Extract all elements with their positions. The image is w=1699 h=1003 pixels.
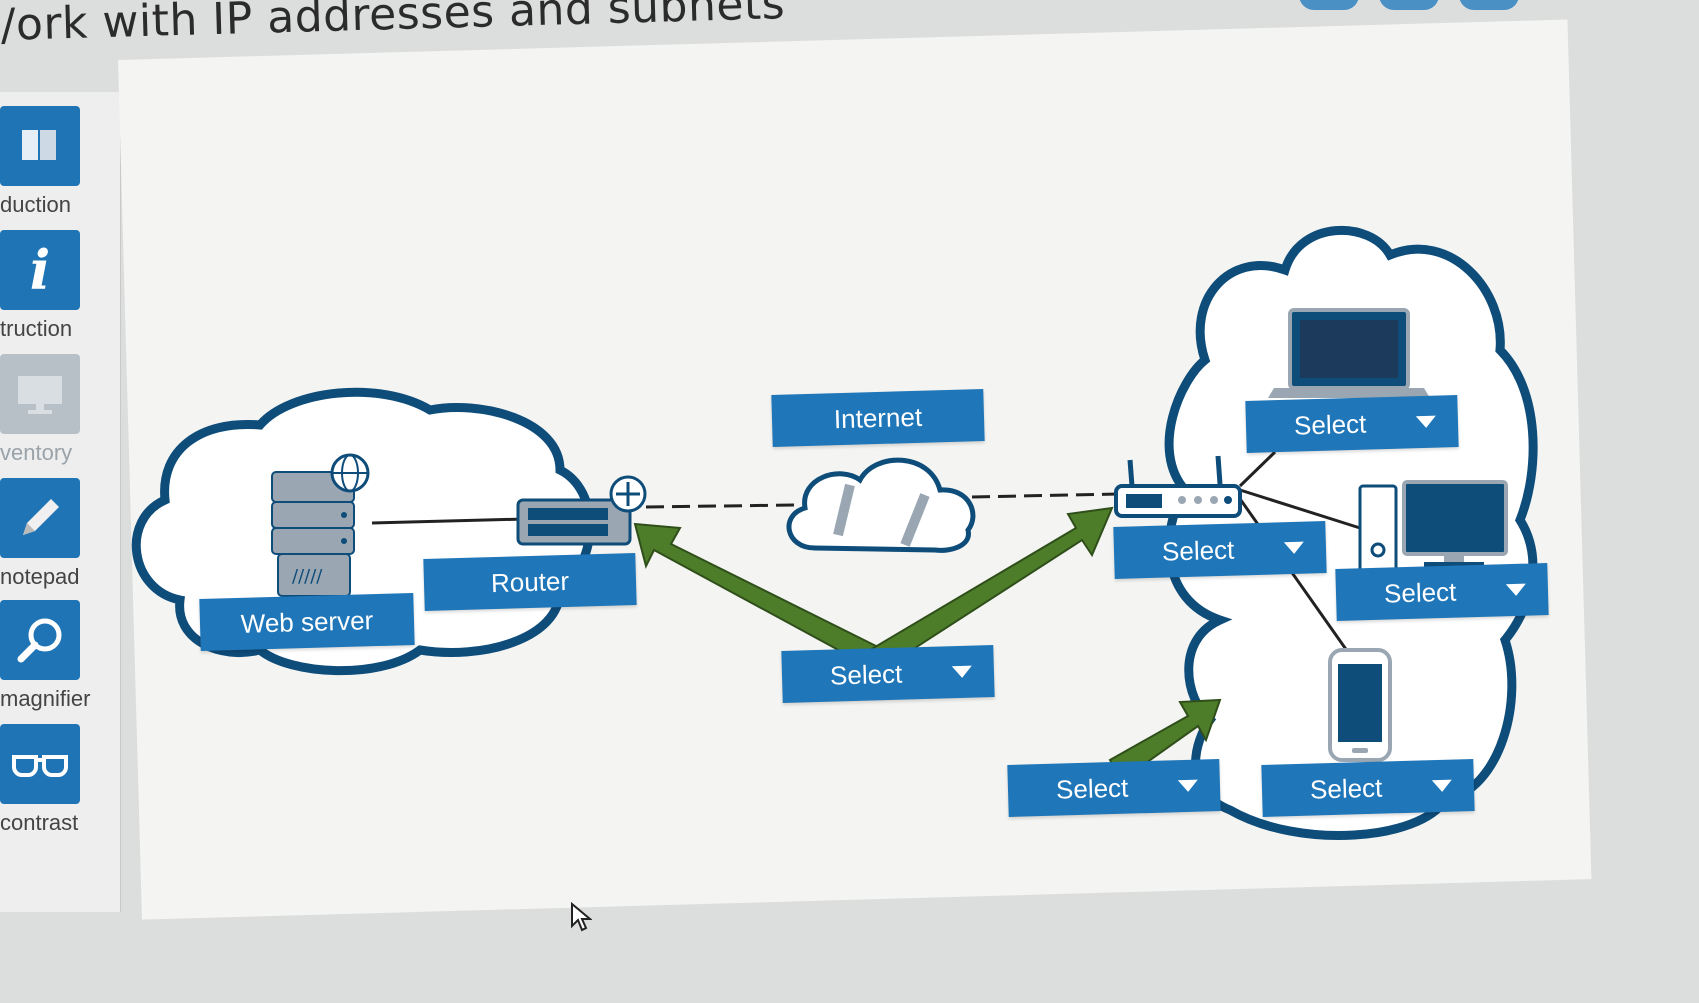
homerouter-desktop-link [1239, 488, 1361, 530]
tool-sidebar: duction i truction ventory notepad magni… [0, 92, 121, 912]
desktop-select[interactable]: Select [1335, 563, 1549, 621]
tool-introduction[interactable]: duction [0, 106, 120, 218]
top-button[interactable] [1379, 0, 1439, 10]
glasses-icon[interactable] [0, 724, 80, 804]
tool-label: ventory [0, 440, 73, 465]
top-button[interactable] [1459, 0, 1519, 10]
tool-label: truction [0, 316, 73, 341]
router-internet-dashed-link [645, 503, 796, 509]
pencil-icon[interactable] [0, 478, 80, 558]
phone-select[interactable]: Select [1261, 759, 1475, 817]
internet-cloud-icon [786, 457, 976, 553]
laptop-icon [1268, 308, 1430, 398]
server-router-link [371, 517, 526, 525]
internet-label: Internet [771, 389, 985, 447]
select-value: Select [1055, 772, 1129, 805]
tool-instruction[interactable]: i truction [0, 230, 120, 342]
router-label: Router [423, 553, 637, 611]
select-value: Select [1309, 772, 1383, 805]
home-router-select[interactable]: Select [1113, 521, 1327, 579]
select-value: Select [1293, 408, 1367, 441]
select-value: Select [829, 658, 903, 691]
home-network-select[interactable]: Select [1007, 759, 1221, 817]
top-button[interactable] [1299, 0, 1359, 10]
web-server-label: Web server [199, 593, 415, 651]
tool-magnifier[interactable]: magnifier [0, 600, 120, 712]
select-value: Select [1161, 534, 1235, 567]
phone-icon [1328, 648, 1392, 762]
tool-notepad[interactable]: notepad [0, 478, 120, 590]
chevron-down-icon [951, 665, 973, 679]
laptop-select[interactable]: Select [1245, 395, 1459, 453]
chevron-down-icon [1177, 779, 1199, 793]
tool-contrast[interactable]: contrast [0, 724, 120, 836]
chevron-down-icon [1283, 541, 1305, 555]
wifi-router-icon [1114, 455, 1242, 518]
chevron-down-icon [1431, 779, 1453, 793]
top-controls [1279, 0, 1519, 15]
tool-label: magnifier [0, 686, 91, 711]
internet-homerouter-dashed-link [971, 492, 1119, 499]
chevron-down-icon [1415, 415, 1437, 429]
tool-inventory[interactable]: ventory [0, 354, 120, 466]
info-icon[interactable]: i [0, 230, 80, 310]
book-icon[interactable] [0, 106, 80, 186]
arrow-to-router [633, 522, 882, 668]
select-value: Select [1383, 576, 1457, 609]
home-network-cloud [1164, 225, 1538, 840]
tool-label: notepad [0, 564, 80, 589]
green-arrows [633, 506, 1222, 782]
tool-label: duction [0, 192, 71, 217]
server-icon: ///// [271, 471, 355, 597]
monitor-icon[interactable] [0, 354, 80, 434]
magnifier-icon[interactable] [0, 600, 80, 680]
tool-label: contrast [0, 810, 79, 835]
svg-text://///: ///// [292, 566, 323, 587]
globe-icon [330, 453, 370, 493]
mouse-cursor-icon [571, 902, 592, 932]
internet-link-select[interactable]: Select [781, 645, 995, 703]
homerouter-laptop-link [1238, 450, 1277, 488]
router-icon [516, 475, 647, 546]
chevron-down-icon [1505, 583, 1527, 597]
